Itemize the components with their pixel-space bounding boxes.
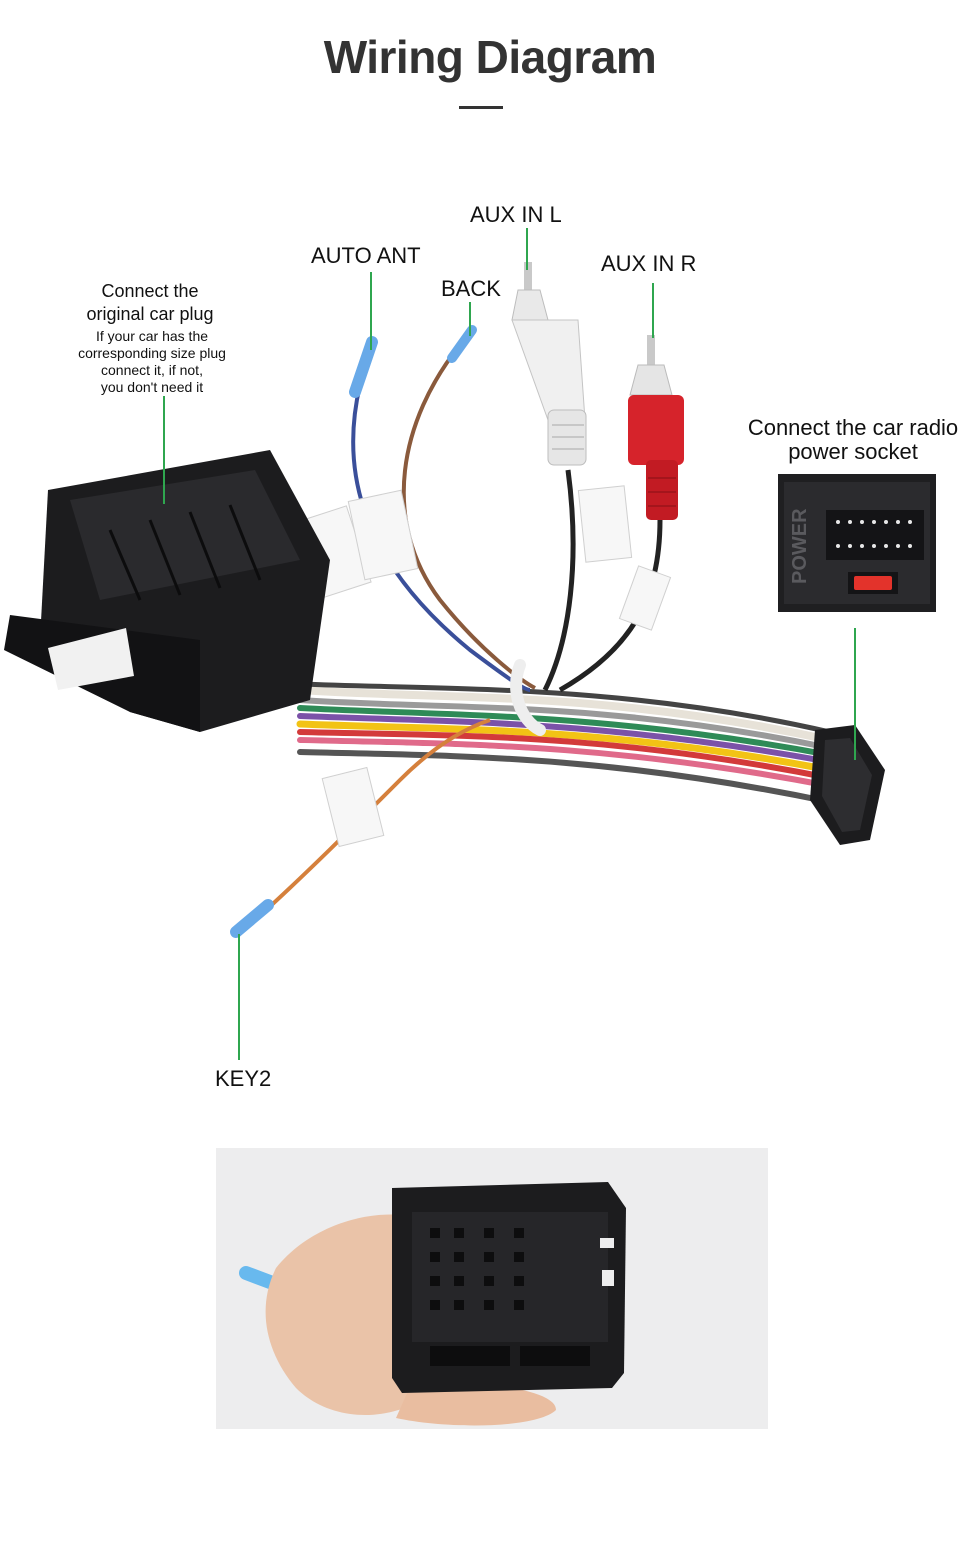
label-back: BACK [441, 276, 501, 301]
radio-socket-line2: power socket [788, 439, 918, 464]
leader-key2 [238, 934, 240, 1060]
auto-ant-tip [349, 336, 378, 398]
car-plug-note-line4: you don't need it [100, 379, 204, 395]
wire-tags [296, 485, 672, 848]
leader-aux-in-r [652, 283, 654, 338]
page-title: Wiring Diagram [323, 31, 657, 83]
title-underline [459, 106, 503, 109]
car-plug-note-line2: corresponding size plug [78, 345, 226, 361]
leader-car-plug [163, 396, 165, 504]
key2-tip [230, 899, 274, 938]
car-plug-note-line1: If your car has the [95, 328, 209, 344]
wire-bundle [296, 681, 834, 805]
leader-aux-in-l [526, 228, 528, 270]
zip-tie [510, 659, 546, 736]
car-plug-photo-illustration [216, 1148, 768, 1429]
back-wire [401, 343, 536, 690]
label-aux-in-l: AUX IN L [470, 202, 562, 227]
label-key2: KEY2 [215, 1066, 272, 1091]
power-label: POWER [789, 508, 811, 584]
radio-iso-connector [810, 725, 885, 845]
radio-socket-callout: Connect the car radio power socket [740, 416, 966, 464]
car-plug-title-line2: original car plug [86, 304, 214, 324]
radio-power-socket-photo: POWER [778, 474, 936, 612]
aux-in-l-plug [511, 262, 587, 466]
label-aux-in-r: AUX IN R [601, 251, 697, 276]
leader-auto-ant [370, 272, 372, 350]
key2-wire [253, 718, 491, 922]
back-tip [447, 325, 477, 363]
car-plug-title-line1: Connect the [101, 281, 199, 301]
wiring-harness-illustration [4, 262, 885, 938]
aux-in-r-plug [628, 335, 684, 520]
car-plug-connector [4, 450, 330, 732]
leader-radio-socket [854, 628, 856, 760]
label-auto-ant: AUTO ANT [311, 243, 421, 268]
aux-in-l-cable [542, 469, 576, 692]
leader-back [469, 302, 471, 336]
radio-socket-line1: Connect the car radio [747, 415, 959, 440]
car-plug-note-line3: connect it, if not, [101, 362, 203, 378]
car-plug-photo [216, 1148, 768, 1429]
